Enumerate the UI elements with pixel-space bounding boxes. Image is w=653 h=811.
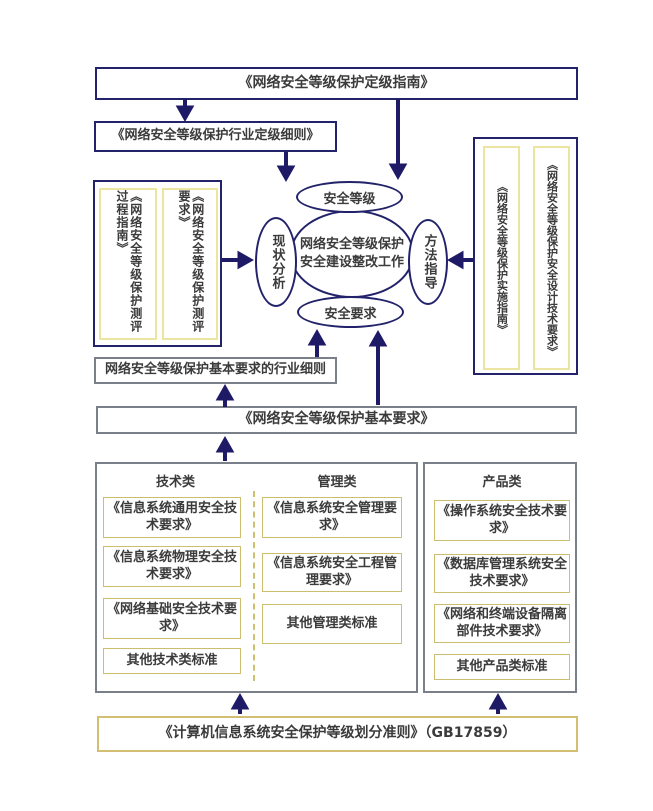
ellipse-security-requirements: 安全要求 (297, 296, 404, 328)
rectification-line2: 安全建设整改工作 (299, 255, 404, 270)
box-basic-requirements: 《网络安全等级保护基本要求》 (96, 406, 577, 434)
arrow-basic-to-security-requirements (368, 329, 388, 405)
panel-product-category: 产品类 《操作系统安全技术要求》 《数据库管理系统安全技术要求》 《网络和终端设… (423, 462, 577, 693)
panel-implementation-standards: 《网络安全等级保护实施指南》 《网络安全等级保护安全设计技术要求》 (473, 137, 578, 375)
box-mgmt-item: 其他管理类标准 (262, 604, 402, 644)
arrow-industry-rules-to-center (276, 152, 296, 183)
arrow-detail-rules-to-security-requirements (307, 328, 327, 357)
box-product-item: 《数据库管理系统安全技术要求》 (434, 554, 570, 593)
panel-evaluation-standards: 《网络安全等级保护测评过程指南》 《网络安全等级保护测评要求》 (93, 180, 222, 347)
security-design-tech-requirements-label: 《网络安全等级保护安全设计技术要求》 (545, 159, 559, 357)
box-tech-item: 其他技术类标准 (103, 648, 241, 674)
box-tech-item: 《网络基础安全技术要求》 (103, 598, 241, 639)
box-tech-item: 《信息系统物理安全技术要求》 (103, 546, 241, 587)
box-product-item: 《操作系统安全技术要求》 (434, 500, 570, 541)
arrow-tech-panel-to-basic (215, 435, 235, 461)
product-category-header: 产品类 (482, 475, 522, 490)
box-evaluation-requirements: 《网络安全等级保护测评要求》 (162, 188, 218, 340)
box-security-design-tech-requirements: 《网络安全等级保护安全设计技术要求》 (533, 146, 570, 370)
implementation-guide-label: 《网络安全等级保护实施指南》 (495, 181, 509, 335)
box-product-item: 其他产品类标准 (434, 654, 570, 680)
arrow-evaluation-to-status-analysis (222, 250, 255, 270)
rectification-line1: 网络安全等级保护 (299, 236, 404, 252)
box-mgmt-item: 《信息系统安全管理要求》 (262, 497, 402, 538)
box-evaluation-process-guide: 《网络安全等级保护测评过程指南》 (99, 188, 157, 340)
box-implementation-guide: 《网络安全等级保护实施指南》 (483, 146, 520, 370)
mgmt-category-header: 管理类 (317, 475, 357, 490)
box-grading-guide: 《网络安全等级保护定级指南》 (95, 67, 578, 100)
status-analysis-label: 现状分析 (269, 234, 285, 290)
arrow-implementation-to-method-guidance (446, 250, 473, 270)
ellipse-status-analysis: 现状分析 (255, 217, 297, 307)
arrow-gb17859-to-tech-panel (230, 692, 250, 714)
ellipse-method-guidance: 方法指导 (408, 219, 448, 305)
arrow-basic-to-detail-rules (215, 383, 235, 407)
evaluation-process-guide-label: 《网络安全等级保护测评过程指南》 (115, 190, 143, 333)
box-industry-grading-rules: 《网络安全等级保护行业定级细则》 (94, 121, 337, 152)
box-gb17859: 《计算机信息系统安全保护等级划分准则》（GB17859） (97, 716, 578, 752)
tech-category-header: 技术类 (155, 475, 195, 490)
box-mgmt-item: 《信息系统安全工程管理要求》 (262, 553, 402, 592)
arrow-gb17859-to-product-panel (488, 692, 508, 714)
category-dashed-divider (253, 491, 255, 681)
arrow-grading-to-industry-rules (175, 99, 195, 123)
box-product-item: 《网络和终端设备隔离部件技术要求》 (434, 604, 570, 643)
panel-tech-mgmt-categories: 技术类 管理类 《信息系统通用安全技术要求》 《信息系统物理安全技术要求》 《网… (95, 462, 418, 693)
ellipse-rectification-work: 网络安全等级保护 安全建设整改工作 (290, 210, 414, 298)
arrow-grading-to-security-level (388, 99, 408, 181)
method-guidance-label: 方法指导 (421, 234, 437, 290)
box-industry-detail-rules: 网络安全等级保护基本要求的行业细则 (94, 357, 337, 384)
box-tech-item: 《信息系统通用安全技术要求》 (103, 497, 241, 538)
evaluation-requirements-label: 《网络安全等级保护测评要求》 (177, 190, 205, 333)
ellipse-security-level: 安全等级 (296, 181, 403, 213)
